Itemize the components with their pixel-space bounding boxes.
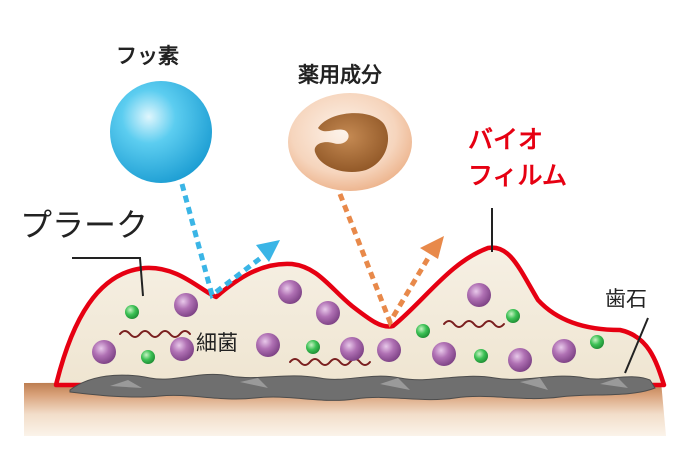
tartar-leader-line xyxy=(624,317,649,374)
biofilm-label: バイオ フィルム xyxy=(468,122,567,194)
green-bacteria xyxy=(125,305,604,364)
medicine-arrow xyxy=(337,193,444,328)
tartar-deposit xyxy=(69,373,656,401)
biofilm-label-line2: フィルム xyxy=(468,161,568,190)
medicinal-ingredient-label: 薬用成分 xyxy=(298,63,382,87)
biofilm-label-line1: バイオ xyxy=(468,125,544,154)
plaque-label: プラーク xyxy=(20,206,149,244)
bacteria-label: 細菌 xyxy=(196,331,238,355)
tartar-label: 歯石 xyxy=(605,287,647,311)
cell-nucleus xyxy=(314,113,389,172)
plaque-leader-line xyxy=(72,257,144,297)
fluoride-label: フッ素 xyxy=(116,44,179,68)
fluoride-sphere xyxy=(110,81,212,183)
plaque-layer xyxy=(53,245,667,388)
fluoride-arrow xyxy=(179,183,280,300)
purple-bacteria xyxy=(92,280,576,372)
